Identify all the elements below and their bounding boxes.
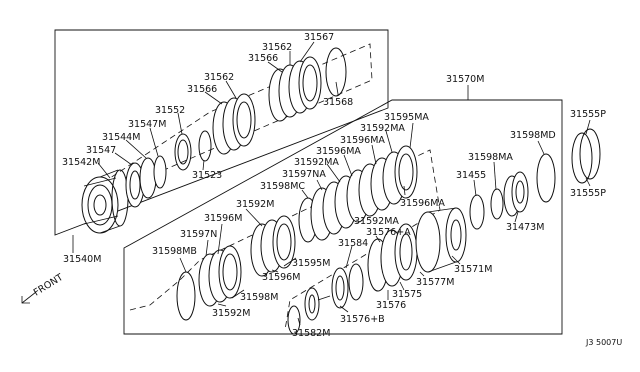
label-31540M: 31540M xyxy=(63,254,101,265)
label-31576-B: 31576+B xyxy=(340,314,385,325)
rings-31544M xyxy=(125,155,167,208)
label-31568: 31568 xyxy=(323,97,353,108)
label-31596MA: 31596MA xyxy=(316,146,361,157)
snap-ring-31568 xyxy=(325,47,347,97)
label-31562: 31562 xyxy=(262,42,292,53)
ring-31552 xyxy=(174,133,192,171)
label-31555P: 31555P xyxy=(570,188,606,199)
front-label: FRONT xyxy=(32,272,66,299)
upper-assembly-frame xyxy=(54,29,389,236)
clutch-plates-31566 xyxy=(212,93,256,155)
ring-31582M xyxy=(287,305,301,335)
label-31571M: 31571M xyxy=(454,264,492,275)
plates-31592M-lower xyxy=(198,245,242,307)
label-31592MA: 31592MA xyxy=(294,157,339,168)
snap-ring-31598MD xyxy=(536,153,556,203)
drum-31542M xyxy=(81,169,129,234)
label-31596M: 31596M xyxy=(204,213,242,224)
label-31597N: 31597N xyxy=(180,229,217,240)
label-31598MA: 31598MA xyxy=(468,152,513,163)
front-arrow-icon xyxy=(21,291,37,304)
label-31592M: 31592M xyxy=(212,308,250,319)
label-31582M: 31582M xyxy=(292,328,330,339)
label-31596MA: 31596MA xyxy=(340,135,385,146)
label-31598MC: 31598MC xyxy=(260,181,305,192)
label-31598MD: 31598MD xyxy=(510,130,556,141)
label-31547: 31547 xyxy=(86,145,116,156)
label-31577M: 31577M xyxy=(416,277,454,288)
label-31570M: 31570M xyxy=(446,74,484,85)
label-31562: 31562 xyxy=(204,72,234,83)
label-31595M: 31595M xyxy=(292,258,330,269)
plates-31592M-upper xyxy=(250,215,296,277)
label-31576: 31576 xyxy=(376,300,406,311)
label-31598M: 31598M xyxy=(240,292,278,303)
label-31542M: 31542M xyxy=(62,157,100,168)
label-31523: 31523 xyxy=(192,170,222,181)
upper-dashed-outline xyxy=(94,43,373,189)
label-31576-A: 31576+A xyxy=(366,227,411,238)
label-31555P: 31555P xyxy=(570,109,606,120)
bearing-31582M xyxy=(304,287,331,321)
label-31567: 31567 xyxy=(304,32,334,43)
diagram-code: J3 5007U xyxy=(585,338,622,347)
label-31544M: 31544M xyxy=(102,132,140,143)
drum-31576 xyxy=(367,223,418,292)
snap-ring-31523 xyxy=(198,130,212,162)
label-31592MA: 31592MA xyxy=(360,123,405,134)
label-31566: 31566 xyxy=(248,53,278,64)
label-31595MA: 31595MA xyxy=(384,112,429,123)
leader-lines-upper xyxy=(72,41,339,253)
label-31596MA: 31596MA xyxy=(400,198,445,209)
label-31592M: 31592M xyxy=(236,199,274,210)
label-31566: 31566 xyxy=(187,84,217,95)
label-31596M: 31596M xyxy=(262,272,300,283)
leader-lines-lower xyxy=(179,119,591,326)
label-31592MA: 31592MA xyxy=(354,216,399,227)
label-31575: 31575 xyxy=(392,289,422,300)
label-31473M: 31473M xyxy=(506,222,544,233)
parts-31473M xyxy=(469,171,529,230)
clutch-plates-31567 xyxy=(268,56,322,122)
hub-31571M xyxy=(415,207,467,273)
plates-31592MA xyxy=(298,145,418,243)
seals-31555P xyxy=(571,128,601,184)
label-31584: 31584 xyxy=(338,238,368,249)
label-31455: 31455 xyxy=(456,170,486,181)
lower-assembly-frame xyxy=(123,99,563,335)
snap-ring-31598MB xyxy=(176,271,196,321)
rings-31584 xyxy=(331,263,364,309)
label-31597NA: 31597NA xyxy=(282,169,326,180)
label-31552: 31552 xyxy=(155,105,185,116)
label-31598MB: 31598MB xyxy=(152,246,197,257)
label-31547M: 31547M xyxy=(128,119,166,130)
